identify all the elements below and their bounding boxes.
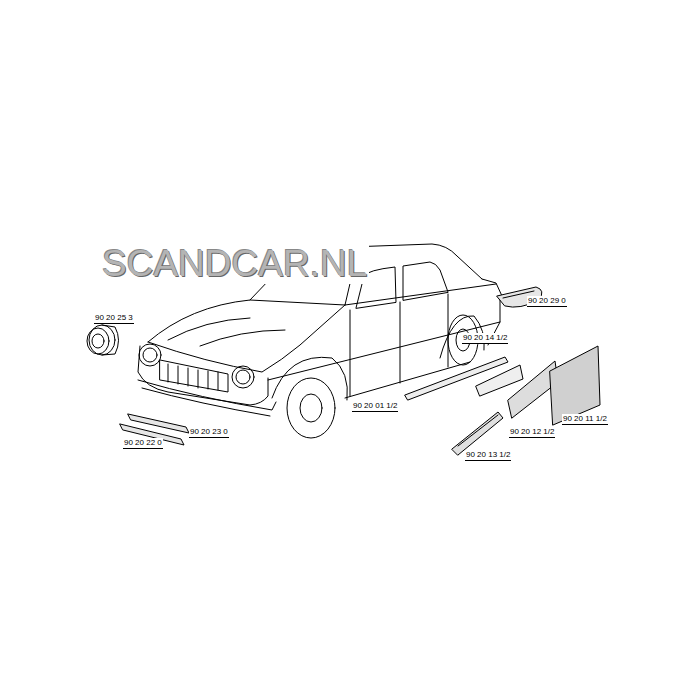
callout-number: 90 20 11 1/2 xyxy=(562,414,608,425)
watermark: SCANDCAR.NL xyxy=(100,244,369,284)
callout-number: 90 20 13 1/2 xyxy=(465,450,511,461)
callout-number: 90 20 22 0 xyxy=(123,438,163,449)
callout-number: 90 20 25 3 xyxy=(94,313,134,324)
callout-number: 90 20 23 0 xyxy=(189,427,229,438)
callout-number: 90 20 14 1/2 xyxy=(462,333,508,344)
callout-number: 90 20 29 0 xyxy=(527,296,567,307)
callout-number: 90 20 01 1/2 xyxy=(352,401,398,412)
callout-number: 90 20 12 1/2 xyxy=(509,427,555,438)
